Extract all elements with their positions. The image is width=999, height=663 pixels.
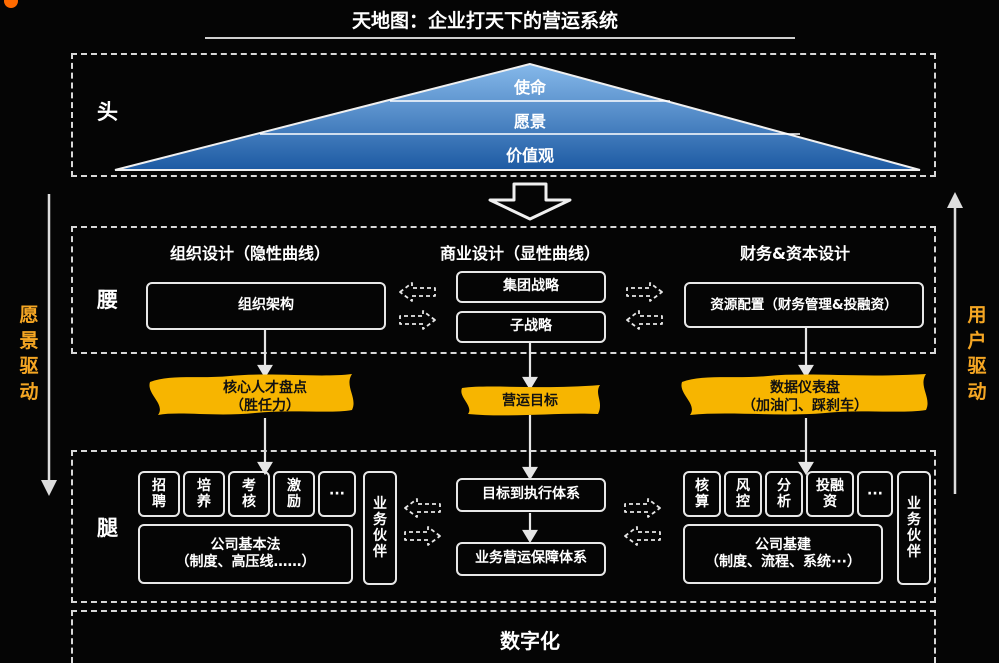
legs-region — [71, 450, 936, 603]
hr-item-assess: 考核 — [228, 471, 270, 517]
org-structure-box: 组织架构 — [146, 282, 386, 330]
fin-item-financing: 投融资 — [806, 471, 854, 517]
dashboard-text: 数据仪表盘 （加油门、踩刹车） — [720, 379, 890, 415]
waist-region — [71, 226, 936, 354]
dashboard-subtitle: （加油门、踩刹车） — [742, 398, 868, 415]
sub-strategy-box: 子战略 — [456, 311, 606, 343]
talent-banner — [149, 374, 354, 415]
operating-goal-text: 营运目标 — [502, 393, 558, 409]
hr-item-more: ··· — [318, 471, 356, 517]
right-arrow-icon — [624, 498, 661, 518]
hr-item-incentive: 激励 — [273, 471, 315, 517]
company-infrastructure-title: 公司基建 — [755, 536, 811, 553]
left-business-partner: 业务伙伴 — [363, 471, 397, 585]
digital-region — [71, 610, 936, 663]
pyramid-tier-vision: 愿景 — [513, 112, 546, 131]
head-region — [71, 53, 936, 177]
company-law-subtitle: （制度、高压线……） — [175, 554, 316, 570]
right-business-partner: 业务伙伴 — [897, 471, 931, 585]
operations-assurance-box: 业务营运保障体系 — [456, 542, 606, 576]
company-law-box: 公司基本法 （制度、高压线……） — [138, 524, 353, 584]
company-infrastructure-box: 公司基建 （制度、流程、系统···） — [683, 524, 883, 584]
company-law-title: 公司基本法 — [210, 536, 281, 553]
left-arrow-icon — [626, 310, 663, 330]
group-strategy-box: 集团战略 — [456, 271, 606, 303]
brand-logo-icon — [4, 0, 18, 8]
waist-label: 腰 — [97, 288, 118, 312]
vision-driven-label: 愿景驱动 — [19, 304, 39, 403]
talent-review-subtitle: （胜任力） — [230, 398, 300, 415]
right-arrow-icon — [626, 282, 663, 302]
talent-review-title: 核心人才盘点 — [223, 380, 307, 396]
org-design-title: 组织设计（隐性曲线） — [170, 244, 331, 263]
left-arrow-icon — [624, 526, 661, 546]
legs-label: 腿 — [97, 516, 118, 540]
up-arrow-icon — [947, 192, 963, 494]
dashboard-title: 数据仪表盘 — [770, 380, 840, 396]
fin-design-title: 财务&资本设计 — [740, 244, 850, 263]
fin-item-risk-control: 风控 — [724, 471, 762, 517]
fin-item-accounting: 核算 — [683, 471, 721, 517]
fin-item-more: ··· — [857, 471, 893, 517]
dashboard-banner — [681, 374, 928, 415]
head-label: 头 — [97, 100, 118, 124]
pyramid-tier-values: 价值观 — [505, 146, 554, 165]
right-arrow-icon — [404, 526, 441, 546]
pyramid-tier-mission: 使命 — [513, 78, 546, 97]
goal-banner — [461, 385, 600, 416]
talent-review-text: 核心人才盘点 （胜任力） — [180, 379, 350, 415]
hr-item-train: 培养 — [183, 471, 225, 517]
down-arrow-icon — [41, 194, 57, 496]
right-arrow-icon — [399, 310, 436, 330]
digital-label: 数字化 — [500, 629, 560, 653]
user-driven-label: 用户驱动 — [967, 304, 987, 403]
goal-to-execution-box: 目标到执行体系 — [456, 478, 606, 512]
title-underline — [205, 37, 795, 39]
left-arrow-icon — [404, 498, 441, 518]
page-title: 天地图：企业打天下的营运系统 — [352, 10, 619, 32]
biz-design-title: 商业设计（显性曲线） — [440, 244, 601, 263]
left-arrow-icon — [399, 282, 436, 302]
company-infrastructure-subtitle: （制度、流程、系统···） — [705, 554, 861, 570]
hr-item-recruit: 招聘 — [138, 471, 180, 517]
fin-item-analysis: 分析 — [765, 471, 803, 517]
resource-allocation-box: 资源配置（财务管理&投融资） — [684, 282, 924, 328]
